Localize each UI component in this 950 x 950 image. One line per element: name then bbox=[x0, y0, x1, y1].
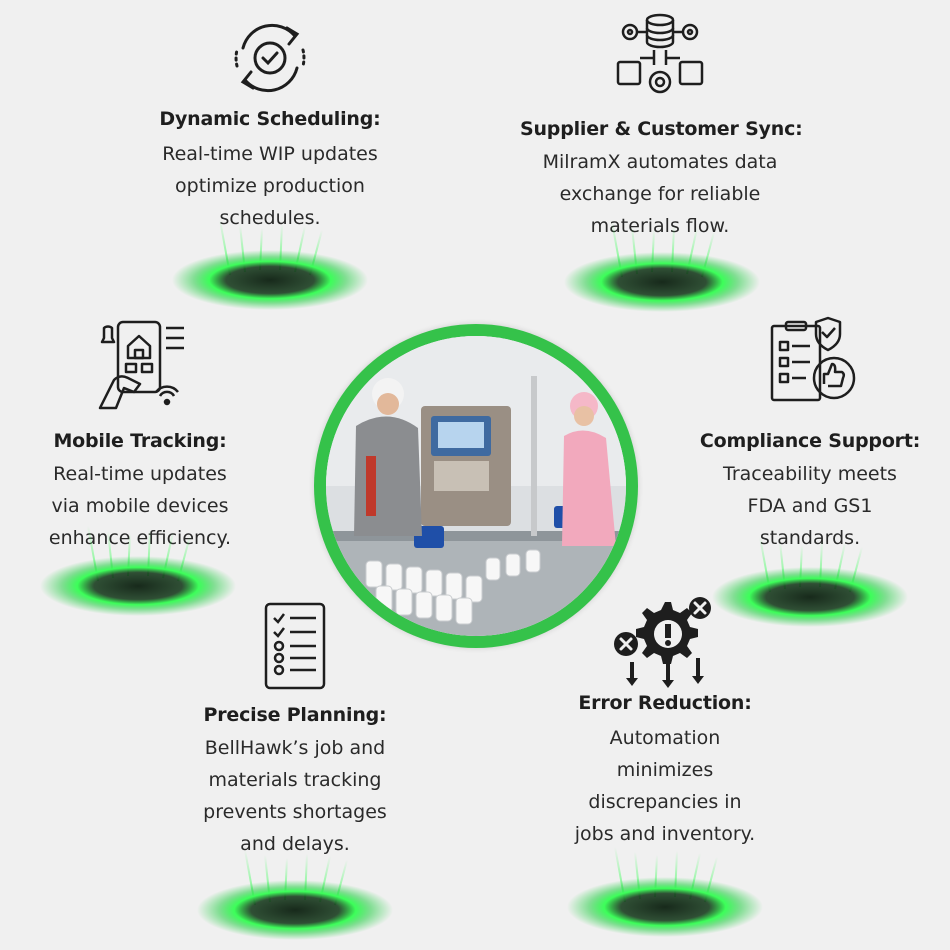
feature-description-line: jobs and inventory. bbox=[574, 823, 756, 845]
green-glow-ring bbox=[564, 222, 760, 312]
feature-description-line: materials tracking bbox=[208, 769, 382, 791]
feature-description-line: minimizes bbox=[616, 759, 714, 781]
feature-description-line: exchange for reliable bbox=[559, 183, 761, 205]
feature-card-mobile-tracking: Mobile Tracking: Real-time updates via m… bbox=[10, 318, 270, 628]
database-network-icon bbox=[616, 13, 704, 94]
feature-description-line: Real-time WIP updates bbox=[162, 143, 378, 165]
feature-description: MilramX automates data exchange for reli… bbox=[520, 146, 800, 242]
feature-title: Dynamic Scheduling: bbox=[159, 108, 381, 130]
feature-title: Compliance Support: bbox=[699, 430, 921, 452]
compliance-checklist-icon bbox=[770, 316, 856, 402]
feature-description: Traceability meets FDA and GS1 standards… bbox=[685, 458, 935, 554]
green-glow-ring bbox=[567, 847, 763, 937]
feature-description: Automation minimizes discrepancies in jo… bbox=[545, 722, 785, 850]
factory-photo bbox=[326, 336, 626, 636]
feature-description-line: Real-time updates bbox=[53, 463, 227, 485]
feature-title: Supplier & Customer Sync: bbox=[520, 118, 803, 140]
feature-card-supplier-customer-sync: Supplier & Customer Sync: MilramX automa… bbox=[520, 0, 803, 320]
feature-description-line: prevents shortages bbox=[203, 801, 387, 823]
feature-description-line: Traceability meets bbox=[723, 463, 897, 485]
feature-description-line: materials flow. bbox=[590, 215, 730, 237]
feature-description: Real-time updates via mobile devices enh… bbox=[10, 458, 270, 554]
feature-card-compliance-support: Compliance Support: Traceability meets F… bbox=[685, 312, 935, 632]
feature-description-line: discrepancies in bbox=[588, 791, 742, 813]
feature-title: Error Reduction: bbox=[578, 692, 752, 714]
feature-description-line: via mobile devices bbox=[51, 495, 229, 517]
center-photo-ring bbox=[314, 324, 638, 648]
checklist-icon bbox=[264, 602, 326, 690]
green-glow-ring bbox=[40, 526, 236, 616]
feature-card-precise-planning: Precise Planning: BellHawk’s job and mat… bbox=[175, 600, 415, 945]
feature-card-error-reduction: Error Reduction: Automation minimizes di… bbox=[545, 592, 785, 942]
feature-description-line: FDA and GS1 bbox=[747, 495, 873, 517]
gear-error-icon bbox=[614, 597, 711, 688]
feature-description-line: Automation bbox=[609, 727, 721, 749]
feature-description-line: enhance efficiency. bbox=[48, 527, 232, 549]
feature-description: BellHawk’s job and materials tracking pr… bbox=[175, 732, 415, 860]
green-glow-ring bbox=[712, 537, 908, 627]
feature-description-line: standards. bbox=[759, 527, 861, 549]
feature-title: Mobile Tracking: bbox=[53, 430, 227, 452]
green-glow-ring bbox=[197, 850, 393, 940]
factory-photo-illustration bbox=[326, 336, 626, 636]
feature-card-dynamic-scheduling: Dynamic Scheduling: Real-time WIP update… bbox=[140, 0, 400, 320]
feature-description-line: BellHawk’s job and bbox=[204, 737, 386, 759]
refresh-check-icon bbox=[234, 23, 306, 93]
feature-title: Precise Planning: bbox=[203, 704, 387, 726]
feature-description: Real-time WIP updates optimize productio… bbox=[140, 138, 400, 234]
feature-description-line: schedules. bbox=[219, 207, 321, 229]
feature-description-line: MilramX automates data bbox=[542, 151, 778, 173]
mobile-tracking-icon bbox=[98, 320, 184, 410]
feature-description-line: optimize production bbox=[175, 175, 365, 197]
feature-description-line: and delays. bbox=[240, 833, 350, 855]
green-glow-ring bbox=[172, 220, 368, 310]
